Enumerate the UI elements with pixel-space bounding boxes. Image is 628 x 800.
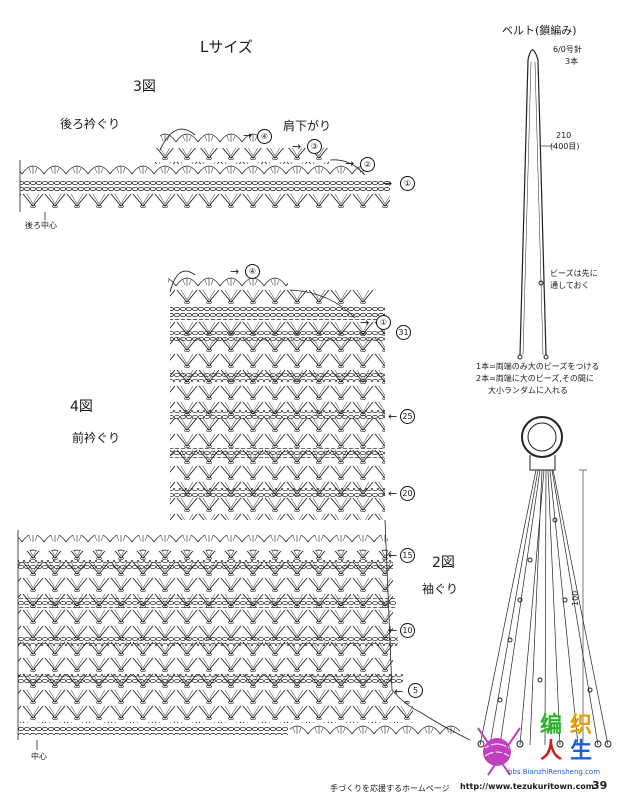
logo-char: 编 xyxy=(540,713,563,738)
page-number: 39 xyxy=(592,779,608,792)
arrow-icon: → xyxy=(360,316,370,329)
fig4-row-marker: ④ xyxy=(245,264,260,279)
fig3-chart xyxy=(19,128,390,220)
fig4-side-marker: 10 xyxy=(400,623,415,638)
logo-char: 织 xyxy=(570,713,593,738)
belt-note-2: 2本=両端に大のビーズ,その間に xyxy=(476,374,594,383)
fig4-side-marker: 20 xyxy=(400,486,415,501)
fig3-shoulder-label: 肩下がり xyxy=(283,119,332,133)
fig3-row-marker: ② xyxy=(360,157,375,172)
fig4-row-marker: ① xyxy=(376,315,391,330)
fig3-row-marker: ④ xyxy=(257,129,272,144)
fig4-side-marker: 5 xyxy=(408,683,423,698)
fig3-row-marker: ① xyxy=(400,176,415,191)
tassel-drawing xyxy=(477,416,612,748)
arrow-icon: ← xyxy=(388,410,398,423)
fig4-center-label: 中心 xyxy=(31,752,47,761)
fig3-row-marker: ③ xyxy=(307,139,322,154)
belt-hook-size: 6/0号針 xyxy=(553,45,582,54)
belt-note-1: 1本=両端のみ大のビーズをつける xyxy=(476,362,600,371)
belt-bead-note-2: 通しておく xyxy=(550,281,590,290)
fig4-row-marker: 31 xyxy=(396,325,411,340)
watermark-url: bbs.BianzhiRensheng.com xyxy=(508,768,601,776)
fig2-label: 2図 xyxy=(432,555,455,571)
arrow-icon: → xyxy=(345,157,355,170)
logo-char: 生 xyxy=(570,739,593,764)
arrow-icon: ← xyxy=(388,487,398,500)
arrow-icon: ← xyxy=(394,685,404,698)
arrow-icon: → xyxy=(383,177,393,190)
belt-title: ベルト(鎖編み) xyxy=(502,24,577,37)
yarn-ball-logo xyxy=(477,727,521,776)
belt-bead-note-1: ビーズは先に xyxy=(550,269,598,278)
footer-url: http://www.tezukuritown.com xyxy=(460,782,595,791)
fig4-label: 4図 xyxy=(70,399,93,415)
tassel-length: 100 xyxy=(571,590,580,606)
belt-note-3: 大小ランダムに入れる xyxy=(488,386,568,395)
fig4-chart xyxy=(17,270,471,750)
logo-char: 人 xyxy=(540,739,563,764)
arrow-icon: ← xyxy=(388,624,398,637)
arrow-icon: → xyxy=(243,129,253,142)
size-title: Lサイズ xyxy=(200,38,253,56)
arrow-icon: ← xyxy=(388,549,398,562)
belt-drawing xyxy=(517,49,555,360)
fig2-armhole-label: 袖ぐり xyxy=(422,582,459,596)
fig3-back-neck-label: 後ろ衿ぐり xyxy=(60,117,121,131)
fig4-front-neck-label: 前衿ぐり xyxy=(72,431,121,445)
fig4-side-marker: 15 xyxy=(400,548,415,563)
fig4-side-marker: 25 xyxy=(400,409,415,424)
arrow-icon: → xyxy=(230,265,240,278)
fig3-back-center-label: 後ろ中心 xyxy=(25,221,57,230)
fig3-label: 3図 xyxy=(133,79,156,95)
belt-stitch-count: (400目) xyxy=(550,142,580,151)
footer-caption: 手づくりを応援するホームページ xyxy=(330,784,450,793)
arrow-icon: → xyxy=(292,140,302,153)
belt-length: 210 xyxy=(556,131,572,140)
belt-strand-count: 3本 xyxy=(565,57,579,66)
